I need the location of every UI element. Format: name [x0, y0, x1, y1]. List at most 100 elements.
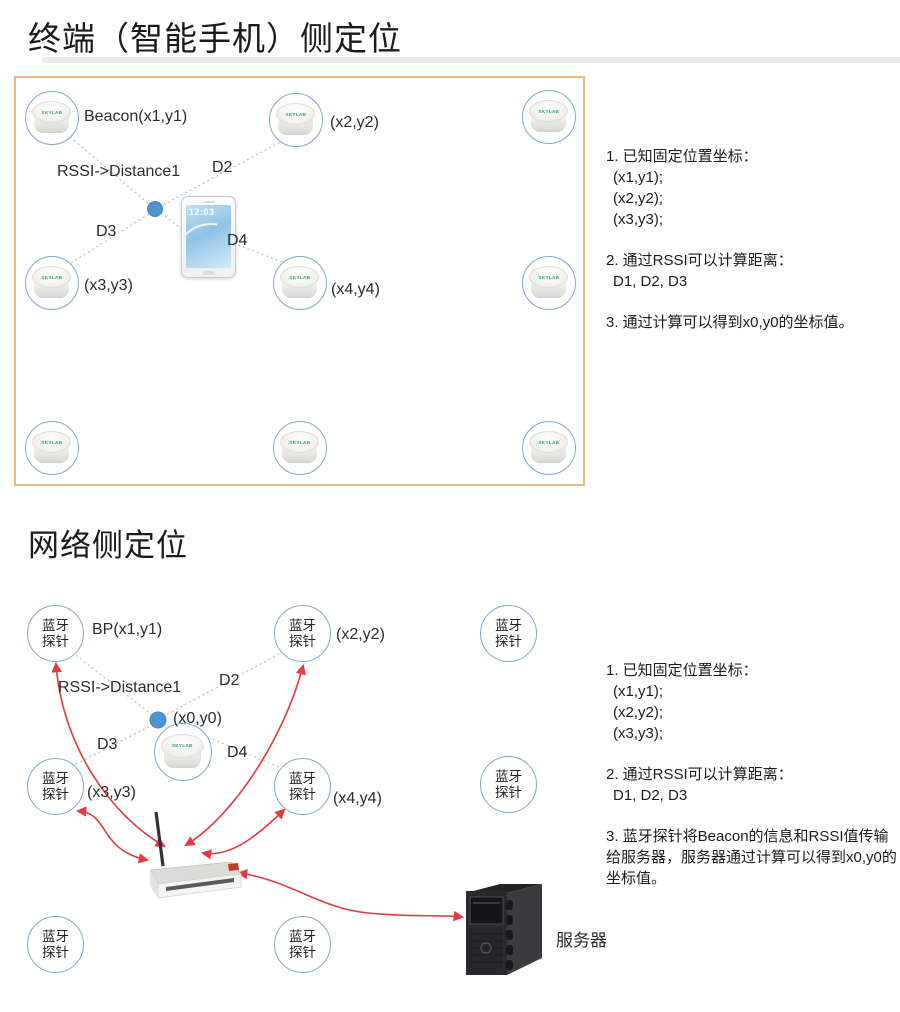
- label-beacon3: (x3,y3): [84, 277, 133, 294]
- probe-label-line1: 蓝牙: [495, 768, 522, 784]
- divider-band: [42, 57, 900, 63]
- probe-label-line2: 探针: [42, 786, 69, 802]
- beacon-puck-top: SKYLAB: [279, 431, 320, 454]
- probe-label-line1: 蓝牙: [495, 617, 522, 633]
- note-line: 2. 通过RSSI可以计算距离：: [606, 252, 793, 269]
- label-rssi-distance: RSSI->Distance1: [58, 679, 182, 696]
- probe-label-line1: 蓝牙: [289, 617, 316, 633]
- terminal-section-title: 终端（智能手机）侧定位: [28, 20, 402, 57]
- label-beacon2: (x2,y2): [330, 114, 379, 131]
- note-line: (x2,y2);: [613, 190, 664, 207]
- server-top: [466, 884, 542, 893]
- label-d3: D3: [97, 736, 118, 753]
- probe-label-line1: 蓝牙: [42, 928, 69, 944]
- phone-home-button: [203, 270, 214, 275]
- probe-label-line2: 探针: [495, 784, 522, 800]
- server-front: [466, 891, 507, 975]
- probe-label-line1: 蓝牙: [289, 770, 316, 786]
- beacon-device: SKYLAB: [522, 421, 576, 475]
- position-dot-network: [149, 711, 167, 729]
- bluetooth-probe: 蓝牙 探针: [274, 916, 331, 973]
- label-beacon4: (x4,y4): [331, 281, 380, 298]
- bluetooth-probe: 蓝牙 探针: [27, 605, 84, 662]
- arrow-probe3-router: [75, 806, 150, 864]
- label-p2: (x2,y2): [336, 626, 385, 643]
- label-d2: D2: [219, 672, 240, 689]
- beacon-brand-label: SKYLAB: [41, 109, 62, 115]
- bluetooth-probe: 蓝牙 探针: [27, 758, 84, 815]
- label-server: 服务器: [556, 931, 607, 950]
- network-notes: 1. 已知固定位置坐标： (x1,y1); (x2,y2); (x3,y3); …: [606, 660, 900, 889]
- server-image: [466, 884, 542, 975]
- beacon-puck-top: SKYLAB: [31, 101, 72, 124]
- router-side: [150, 870, 158, 898]
- beacon-puck-top: SKYLAB: [528, 266, 569, 289]
- bluetooth-probe: 蓝牙 探针: [274, 758, 331, 815]
- label-beacon1: Beacon(x1,y1): [84, 108, 188, 125]
- note-line: 1. 已知固定位置坐标：: [606, 662, 758, 679]
- note-line: D1, D2, D3: [613, 273, 688, 290]
- note-line: (x3,y3);: [613, 725, 664, 742]
- label-bp1: BP(x1,y1): [92, 621, 163, 638]
- bluetooth-probe: 蓝牙 探针: [274, 605, 331, 662]
- bluetooth-probe: 蓝牙 探针: [27, 916, 84, 973]
- probe-label-line2: 探针: [42, 633, 69, 649]
- network-section-title: 网络侧定位: [28, 528, 188, 563]
- server-grille: [470, 928, 503, 970]
- smartphone-image: 12:03: [181, 196, 236, 278]
- label-d2: D2: [212, 159, 233, 176]
- beacon-puck-top: SKYLAB: [279, 266, 320, 289]
- beacon-device: SKYLAB: [25, 256, 79, 310]
- note-line: D1, D2, D3: [613, 787, 688, 804]
- probe-label-line2: 探针: [289, 944, 316, 960]
- arrow-probe4-router: [200, 808, 286, 860]
- server-grille-lines: [470, 933, 503, 963]
- note-line: 3. 蓝牙探针将Beacon的信息和RSSI值传输给服务器，服务器通过计算可以得…: [606, 828, 897, 887]
- router-top: [149, 861, 242, 885]
- beacon-brand-label: SKYLAB: [289, 439, 310, 445]
- label-d4: D4: [227, 232, 248, 249]
- phone-speaker: [202, 200, 215, 203]
- beacon-brand-label: SKYLAB: [289, 274, 310, 280]
- beacon-brand-label: SKYLAB: [538, 274, 559, 280]
- beacon-device: SKYLAB: [269, 93, 323, 147]
- note-line: 2. 通过RSSI可以计算距离：: [606, 766, 793, 783]
- router-image: [149, 811, 242, 899]
- probe-label-line2: 探针: [495, 633, 522, 649]
- label-d4: D4: [227, 744, 248, 761]
- beacon-brand-label: SKYLAB: [285, 111, 306, 117]
- beacon-brand-label: SKYLAB: [41, 274, 62, 280]
- note-line: (x3,y3);: [613, 211, 664, 228]
- bluetooth-probe: 蓝牙 探针: [480, 605, 537, 662]
- router-front: [157, 873, 242, 899]
- beacon-device: SKYLAB: [25, 421, 79, 475]
- label-d3: D3: [96, 223, 117, 240]
- note-line: (x1,y1);: [613, 169, 664, 186]
- phone-screen: 12:03: [186, 205, 231, 268]
- server-drive-bay: [469, 896, 504, 925]
- note-line: 1. 已知固定位置坐标：: [606, 148, 758, 165]
- beacon-device: SKYLAB: [154, 723, 212, 781]
- probe-label-line1: 蓝牙: [289, 928, 316, 944]
- beacon-device: SKYLAB: [522, 256, 576, 310]
- phone-clock: 12:03: [189, 207, 215, 217]
- probe-label-line2: 探针: [289, 786, 316, 802]
- beacon-brand-label: SKYLAB: [538, 439, 559, 445]
- beacon-puck-top: SKYLAB: [161, 734, 204, 758]
- beacon-puck-top: SKYLAB: [528, 100, 569, 123]
- note-line: (x1,y1);: [613, 683, 664, 700]
- beacon-device: SKYLAB: [273, 256, 327, 310]
- beacon-brand-label: SKYLAB: [538, 108, 559, 114]
- label-p4: (x4,y4): [333, 790, 382, 807]
- server-edge-notches: [506, 900, 513, 970]
- router-badge: [228, 863, 239, 871]
- router-vent: [166, 878, 234, 891]
- label-rssi-distance: RSSI->Distance1: [57, 163, 181, 180]
- beacon-puck-top: SKYLAB: [31, 266, 72, 289]
- note-line: 3. 通过计算可以得到x0,y0的坐标值。: [606, 314, 854, 331]
- label-p3: (x3,y3): [87, 784, 136, 801]
- note-line: (x2,y2);: [613, 704, 664, 721]
- arrow-router-server: [236, 868, 465, 922]
- beacon-brand-label: SKYLAB: [172, 742, 193, 748]
